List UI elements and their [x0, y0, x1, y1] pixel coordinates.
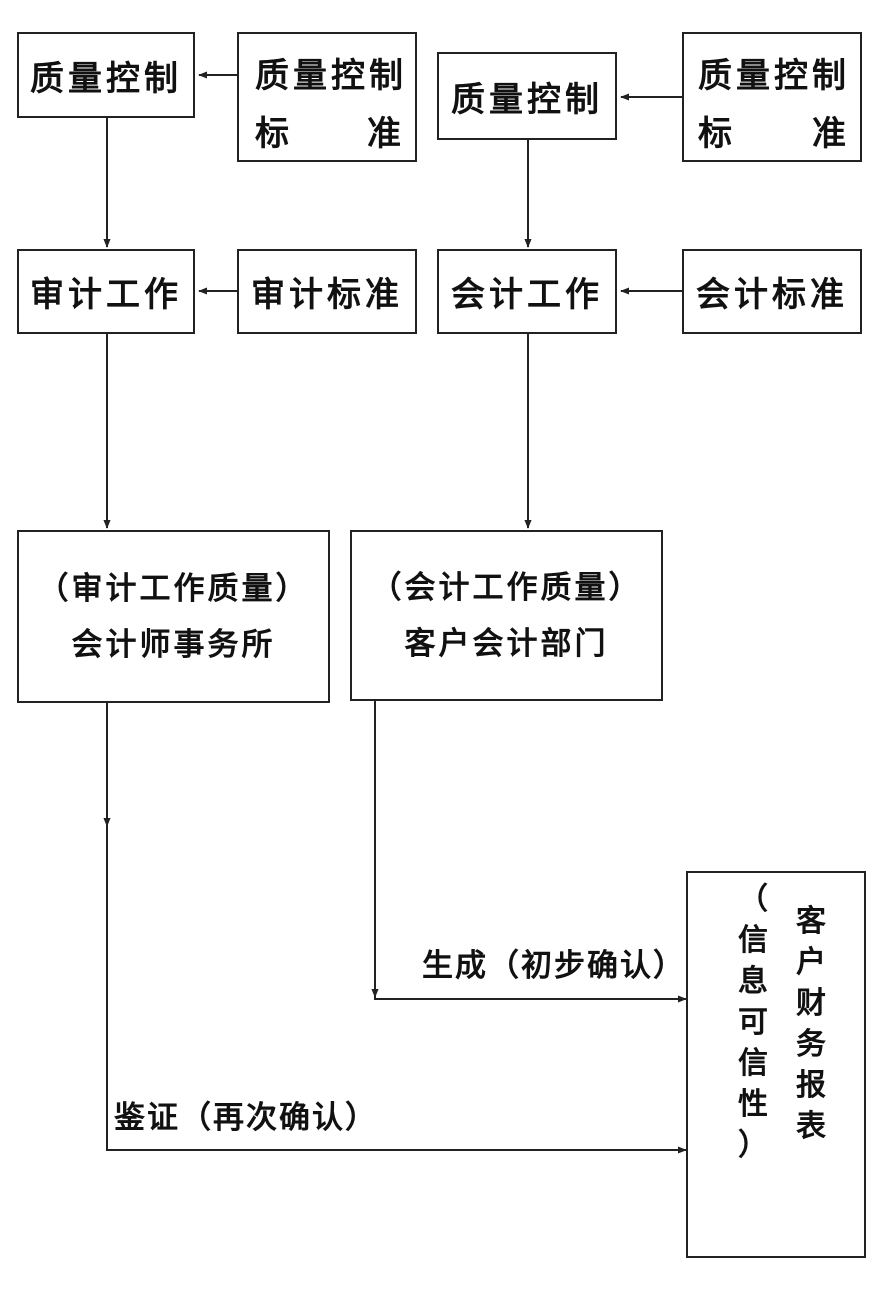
- cpa-firm-label: 会计师事务所: [71, 626, 276, 663]
- audit-work-label: 审计工作: [30, 275, 182, 315]
- client-dept-quality-label: （会计工作质量）: [370, 569, 643, 606]
- vchar: 可: [738, 1005, 768, 1040]
- vchar: 信: [738, 923, 768, 958]
- vchar: （: [738, 882, 768, 917]
- qc-standard-line1: 质量控制: [255, 56, 407, 96]
- quality-control-standard-box-left: 质量控制 标 准: [237, 32, 417, 162]
- vchar: 客: [796, 904, 826, 939]
- vchar: 息: [738, 964, 768, 999]
- vchar: 财: [796, 986, 826, 1021]
- accounting-work-box: 会计工作: [437, 249, 617, 334]
- cpa-firm-quality-label: （审计工作质量）: [37, 570, 310, 607]
- qc-standard-char-biao: 标: [698, 114, 732, 154]
- qc-standard-char-zhun: 准: [367, 114, 401, 154]
- info-credibility-column: （ 信 息 可 信 性 ）: [738, 879, 768, 1166]
- client-financial-report-column: 客 户 财 务 报 表: [796, 901, 826, 1147]
- accounting-work-label: 会计工作: [451, 275, 603, 315]
- arrow-generate-to-report: [374, 995, 687, 1003]
- vchar: 信: [738, 1046, 768, 1081]
- qc-standard-line1: 质量控制: [698, 56, 850, 96]
- audit-work-box: 审计工作: [17, 249, 195, 334]
- quality-control-box-right: 质量控制: [437, 52, 617, 140]
- vchar: ）: [738, 1128, 768, 1163]
- quality-control-standard-box-right: 质量控制 标 准: [682, 32, 862, 162]
- quality-control-label: 质量控制: [451, 79, 603, 120]
- audit-standard-box: 审计标准: [237, 249, 417, 334]
- client-financial-report-box: （ 信 息 可 信 性 ） 客 户 财 务 报 表: [686, 871, 866, 1258]
- client-accounting-dept-box: （会计工作质量） 客户会计部门: [350, 530, 663, 701]
- vchar: 户: [796, 945, 826, 980]
- vchar: 性: [738, 1087, 768, 1122]
- cpa-firm-box: （审计工作质量） 会计师事务所: [17, 530, 330, 703]
- audit-standard-label: 审计标准: [251, 275, 403, 315]
- qc-standard-char-zhun: 准: [812, 114, 846, 154]
- quality-control-box-left: 质量控制: [17, 32, 195, 118]
- verify-label: 鉴证（再次确认）: [114, 1100, 378, 1136]
- generate-label: 生成（初步确认）: [422, 948, 686, 984]
- accounting-standard-box: 会计标准: [682, 249, 862, 334]
- vchar: 表: [796, 1109, 826, 1144]
- qc-standard-char-biao: 标: [255, 114, 289, 154]
- vchar: 报: [796, 1068, 826, 1103]
- client-dept-label: 客户会计部门: [404, 625, 609, 662]
- quality-control-label: 质量控制: [30, 58, 182, 99]
- vchar: 务: [796, 1027, 826, 1062]
- accounting-standard-label: 会计标准: [696, 275, 848, 315]
- arrow-verify-to-report: [106, 826, 687, 1154]
